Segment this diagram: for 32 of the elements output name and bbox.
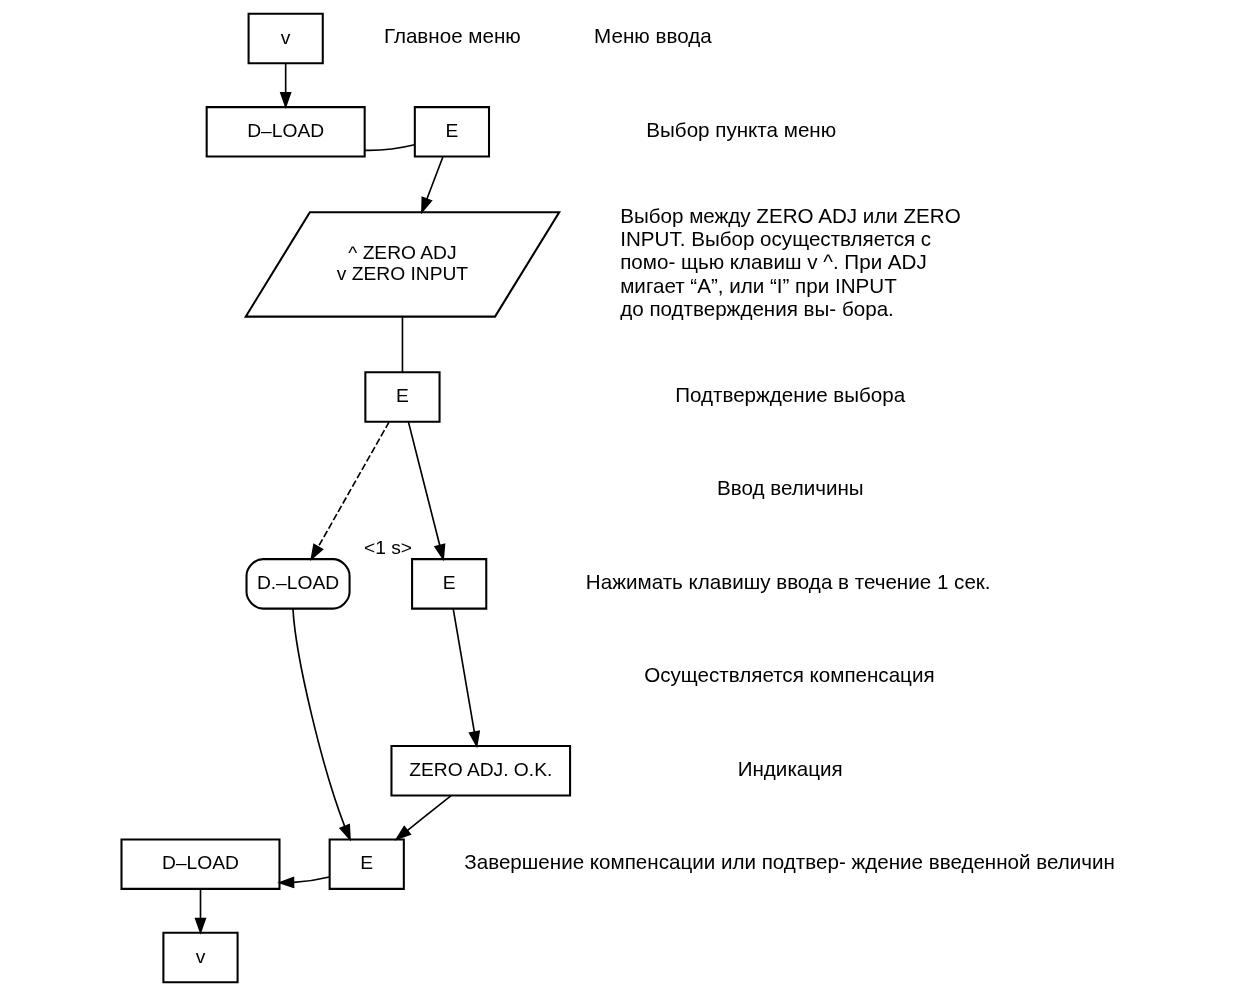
arrow xyxy=(292,608,351,842)
label: Осуществляется компенсация xyxy=(644,663,935,687)
connector xyxy=(401,315,404,374)
node-box: v xyxy=(247,12,324,65)
arrow xyxy=(310,421,390,562)
arrow xyxy=(421,156,444,215)
node-box: v xyxy=(162,931,239,984)
label: Индикация xyxy=(737,756,843,780)
node-box: D–LOAD xyxy=(120,838,281,890)
connector xyxy=(364,143,416,152)
node-box: E xyxy=(328,838,405,890)
arrow xyxy=(194,888,207,935)
arrow xyxy=(277,876,331,889)
node-box: E xyxy=(413,106,491,158)
label: Меню ввода xyxy=(594,24,712,48)
label: Главное меню xyxy=(383,24,521,48)
label: Выбор пункта меню xyxy=(646,117,837,141)
node-label: <1 s> xyxy=(363,536,413,558)
node-box: E xyxy=(411,558,488,610)
label: Выбор между ZERO ADJ или ZERO INPUT. Выбор осуществляется с помо- щью клавиш v ^. При ADJ мигает “A”, или “I” при INPUT до подтверждения вы- бора. xyxy=(620,203,961,320)
node-box: D–LOAD xyxy=(205,106,366,158)
label: Нажимать клавишу ввода в течение 1 сек. xyxy=(585,569,991,593)
arrow xyxy=(407,421,446,562)
node-box: ZERO ADJ. O.K. xyxy=(390,744,572,797)
arrow xyxy=(279,62,292,109)
arrow xyxy=(394,795,452,841)
node-box: D.–LOAD xyxy=(245,558,351,610)
label: Подтверждение выбора xyxy=(675,382,906,406)
label: Ввод величины xyxy=(717,476,864,500)
node-box: E xyxy=(364,371,441,423)
arrow xyxy=(452,608,481,749)
label: Завершение компенсации или подтвер- ждение введенной величин xyxy=(464,849,1115,873)
